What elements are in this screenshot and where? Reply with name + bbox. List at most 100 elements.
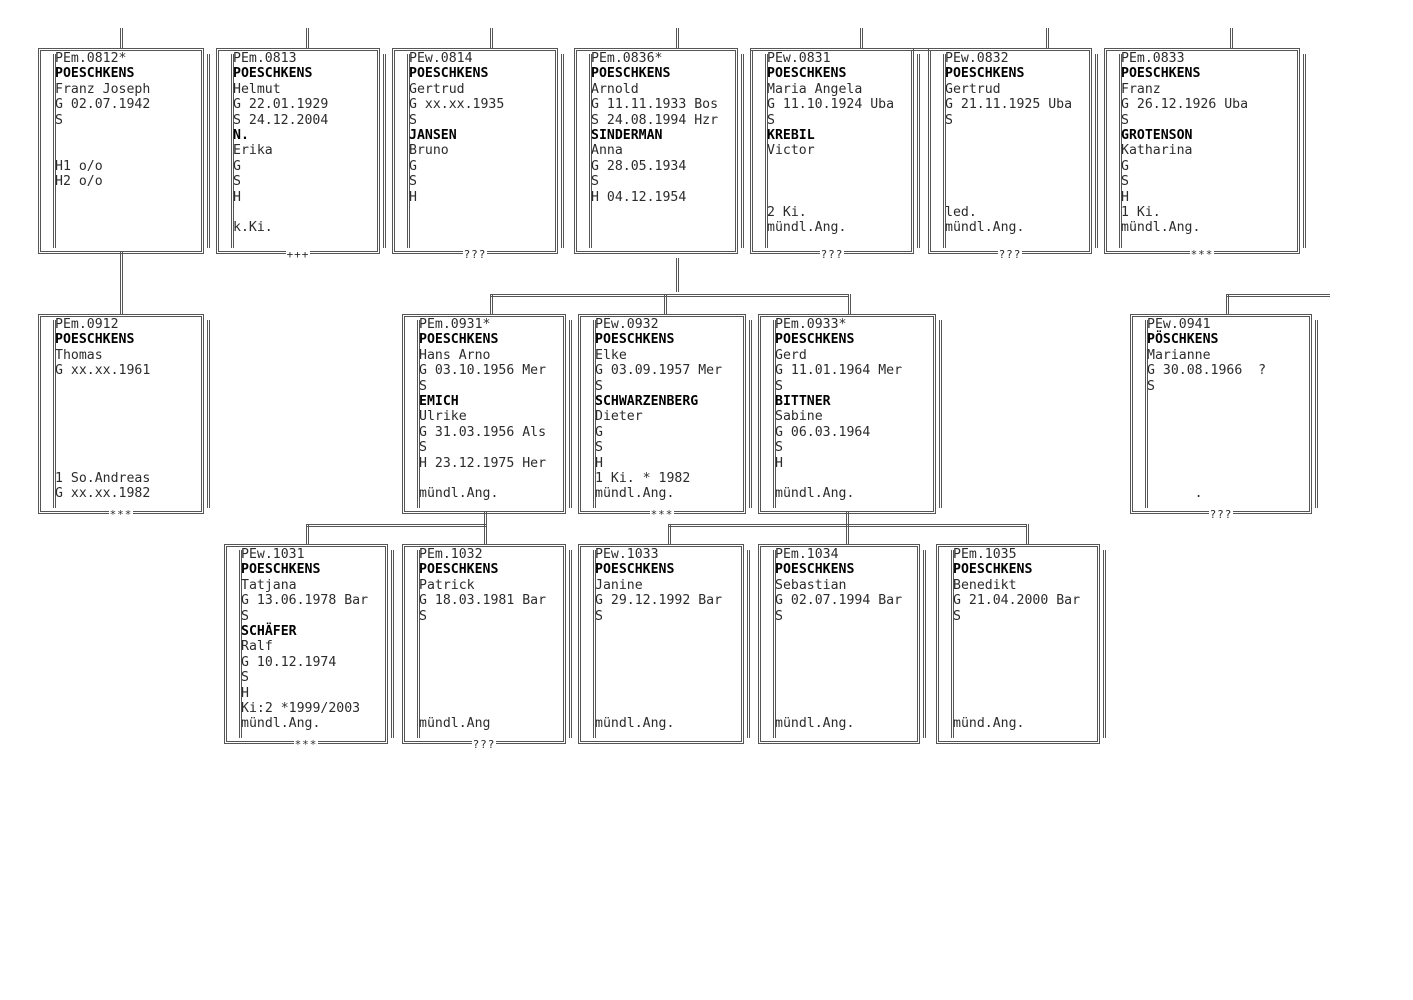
person-line: S [419, 440, 427, 456]
person-line [595, 639, 722, 654]
connector-line [490, 28, 496, 48]
person-line: H1 o/o [55, 158, 103, 174]
person-line: G [409, 158, 417, 174]
connector-line [664, 294, 670, 314]
person-line [767, 190, 894, 205]
person-line: G [1121, 158, 1129, 174]
connector-line [306, 28, 312, 48]
person-footer-mark: *** [227, 738, 385, 751]
person-line: PEw.1033 [595, 547, 659, 562]
person-line: G 03.09.1957 Mer [595, 363, 723, 379]
footer-text: *** [649, 508, 675, 521]
person-line: G 11.01.1964 Mer [775, 363, 903, 379]
person-line: Marianne [1147, 347, 1211, 363]
connector-line [306, 524, 486, 530]
person-line [775, 624, 902, 639]
person-line: KREBIL [767, 127, 815, 143]
connector-line [848, 294, 854, 314]
person-line: S [767, 112, 775, 128]
footer-text: ??? [471, 738, 497, 751]
person-line: S [595, 608, 603, 624]
person-line: S [953, 608, 961, 624]
person-line: G 02.07.1942 [55, 97, 151, 113]
person-line [595, 701, 722, 716]
person-line: mündl.Ang. [775, 486, 855, 502]
person-footer-mark: ??? [931, 248, 1089, 261]
person-line: G [595, 424, 603, 440]
connector-line [846, 512, 852, 526]
person-line: G 28.05.1934 [591, 158, 687, 174]
person-line: G 13.06.1978 Bar [241, 593, 369, 609]
person-line [953, 670, 1080, 685]
person-line: POESCHKENS [775, 332, 855, 348]
person-footer-mark: ??? [1133, 508, 1309, 521]
person-line: G 11.11.1933 Bos [591, 97, 719, 113]
person-line: G 18.03.1981 Bar [419, 593, 547, 609]
connector-line [750, 48, 1086, 54]
person-line [1147, 409, 1266, 424]
person-line [775, 655, 902, 670]
person-line: G 30.08.1966 ? [1147, 363, 1267, 379]
person-line: POESCHKENS [409, 66, 489, 82]
person-line: H [409, 189, 417, 205]
person-line: Ki:2 *1999/2003 [241, 700, 361, 716]
person-line: SCHWARZENBERG [595, 393, 699, 409]
person-line: PEw.0831 [767, 51, 831, 66]
person-line: S [241, 670, 249, 686]
person-line: G 21.04.2000 Bar [953, 593, 1081, 609]
person-line: Benedikt [953, 577, 1017, 593]
person-line: G 26.12.1926 Uba [1121, 97, 1249, 113]
person-line [1147, 394, 1266, 409]
connector-line [846, 524, 852, 544]
connector-line [1230, 28, 1236, 48]
person-line: H 04.12.1954 [591, 189, 687, 205]
person-line [1147, 425, 1266, 440]
person-line [953, 701, 1080, 716]
person-line: G 03.10.1956 Mer [419, 363, 547, 379]
person-line: G xx.xx.1982 [55, 486, 151, 502]
connector-line [1226, 294, 1330, 300]
connector-line [306, 524, 312, 544]
person-line: EMICH [419, 393, 459, 409]
person-line [767, 174, 894, 189]
person-line: G 10.12.1974 [241, 654, 337, 670]
connector-line [860, 28, 866, 48]
person-line [419, 670, 546, 685]
person-line: Anna [591, 143, 623, 159]
footer-text: ??? [462, 248, 488, 261]
person-line: Arnold [591, 81, 639, 97]
person-line: Gerd [775, 347, 807, 363]
person-line: 1 Ki. [1121, 204, 1161, 220]
person-line [1147, 471, 1266, 486]
person-line [775, 639, 902, 654]
person-line: PEm.1032 [419, 547, 483, 562]
person-line: Dieter [595, 409, 643, 425]
person-line: POESCHKENS [591, 66, 671, 82]
person-line: PEw.1031 [241, 547, 305, 562]
person-line: Sabine [775, 409, 823, 425]
person-line: S [775, 608, 783, 624]
person-line: POESCHKENS [241, 562, 321, 578]
person-line: PEw.0941 [1147, 317, 1211, 332]
connector-line [120, 252, 126, 314]
person-line: Hans Arno [419, 347, 491, 363]
person-line: Tatjana [241, 577, 297, 593]
person-line: S [595, 378, 603, 394]
person-line [775, 670, 902, 685]
footer-text: ??? [1208, 508, 1234, 521]
person-line: H [595, 455, 603, 471]
person-line: POESCHKENS [419, 332, 499, 348]
person-line: S [1121, 112, 1129, 128]
person-line: SCHÄFER [241, 623, 297, 639]
person-line: Franz Joseph [55, 81, 151, 97]
